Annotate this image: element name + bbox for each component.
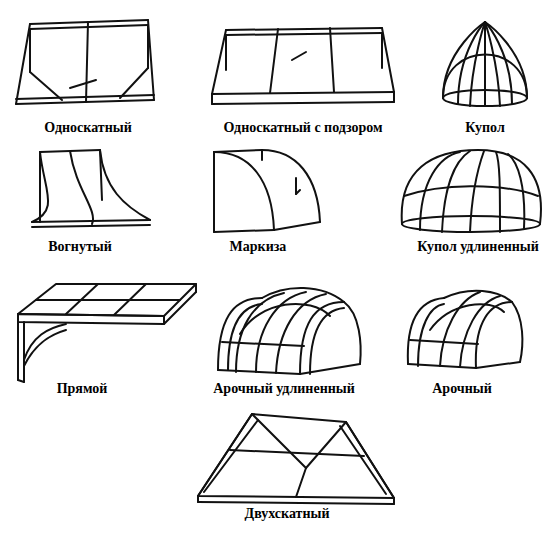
arched-canopy (408, 291, 523, 368)
long-arched-canopy (218, 288, 361, 374)
long-dome-canopy (402, 150, 541, 232)
single-slope-valance-canopy (212, 28, 394, 104)
canopy-caption: Двухскатный (245, 506, 330, 522)
gable-canopy (198, 414, 394, 504)
canopy-caption: Односкатный с подзором (223, 120, 382, 136)
canopy-caption: Арочный (432, 381, 492, 397)
canopy-caption: Арочный удлиненный (213, 381, 355, 397)
dome-canopy (443, 22, 527, 106)
canopy-caption: Маркиза (230, 239, 287, 255)
canopy-caption: Прямой (57, 381, 108, 397)
canopy-caption: Купол удлиненный (417, 239, 539, 255)
canopy-caption: Вогнутый (48, 239, 112, 255)
flat-canopy (18, 284, 196, 382)
single-slope-canopy (16, 20, 154, 104)
canopy-caption: Купол (465, 120, 505, 136)
awning-canopy (214, 150, 320, 232)
canopy-caption: Односкатный (44, 120, 132, 136)
concave-canopy (32, 150, 150, 227)
